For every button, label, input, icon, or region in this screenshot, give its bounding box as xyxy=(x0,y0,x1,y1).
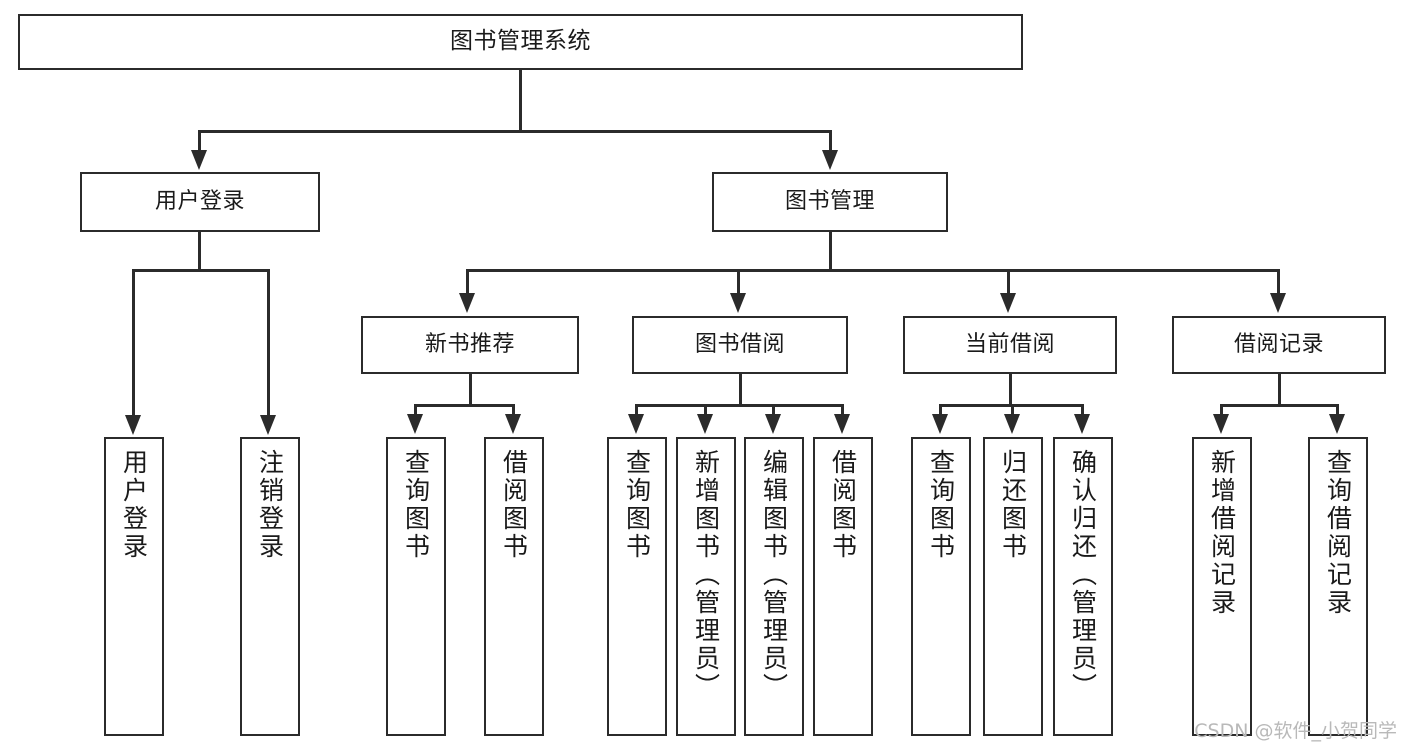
arrowhead-to-leaf-query-book-3 xyxy=(932,414,948,434)
edge-bookmanage-drop-3 xyxy=(1007,269,1010,295)
edge-bookmanage-drop-4 xyxy=(1277,269,1280,295)
csdn-watermark: CSDN @软件_小贺同学 xyxy=(1194,720,1397,742)
arrowhead-to-book-borrow xyxy=(730,293,746,313)
arrowhead-to-leaf-query-book-1 xyxy=(407,414,423,434)
node-leaf-return-book[interactable]: 归还图书 xyxy=(983,437,1043,736)
edge-userlogin-stem xyxy=(198,232,201,272)
node-label: 新书推荐 xyxy=(424,332,515,358)
node-leaf-query-book-1[interactable]: 查询图书 xyxy=(386,437,446,736)
node-book-borrow[interactable]: 图书借阅 xyxy=(632,316,848,374)
node-label: 用户登录 xyxy=(119,449,149,561)
node-label: 编辑图书（管理员） xyxy=(759,449,789,701)
edge-currentborrow-bus xyxy=(939,404,1082,407)
node-leaf-query-book-2[interactable]: 查询图书 xyxy=(607,437,667,736)
node-new-book-recommend[interactable]: 新书推荐 xyxy=(361,316,579,374)
edge-currentborrow-drop-2 xyxy=(1011,404,1014,416)
node-label: 借阅图书 xyxy=(828,449,858,561)
arrowhead-to-leaf-logout xyxy=(260,415,276,435)
edge-root-drop-left xyxy=(198,130,201,152)
arrowhead-to-book-manage xyxy=(822,150,838,170)
node-label: 当前借阅 xyxy=(964,332,1055,358)
node-user-login[interactable]: 用户登录 xyxy=(80,172,320,232)
node-leaf-logout[interactable]: 注销登录 xyxy=(240,437,300,736)
node-label: 查询图书 xyxy=(926,449,956,561)
edge-bookmanage-bus xyxy=(466,269,1280,272)
node-label: 确认归还（管理员） xyxy=(1068,449,1098,701)
edge-borrowrecord-bus xyxy=(1220,404,1339,407)
edge-userlogin-drop-2 xyxy=(267,269,270,417)
edge-bookborrow-drop-1 xyxy=(635,404,638,416)
node-label: 查询借阅记录 xyxy=(1323,449,1353,617)
arrowhead-to-current-borrow xyxy=(1000,293,1016,313)
node-leaf-user-login[interactable]: 用户登录 xyxy=(104,437,164,736)
node-leaf-confirm-return[interactable]: 确认归还（管理员） xyxy=(1053,437,1113,736)
node-label: 注销登录 xyxy=(255,449,285,561)
edge-currentborrow-drop-3 xyxy=(1081,404,1084,416)
edge-recommend-bus xyxy=(414,404,515,407)
arrowhead-to-new-book-recommend xyxy=(459,293,475,313)
node-label: 新增借阅记录 xyxy=(1207,449,1237,617)
edge-bookmanage-drop-1 xyxy=(466,269,469,295)
arrowhead-to-leaf-confirm-return xyxy=(1074,414,1090,434)
edge-bookborrow-drop-2 xyxy=(704,404,707,416)
node-label: 查询图书 xyxy=(401,449,431,561)
edge-bookborrow-bus xyxy=(635,404,843,407)
node-label: 借阅图书 xyxy=(499,449,529,561)
node-label: 新增图书（管理员） xyxy=(691,449,721,701)
edge-bookborrow-drop-3 xyxy=(772,404,775,416)
arrowhead-to-user-login xyxy=(191,150,207,170)
arrowhead-to-leaf-query-book-2 xyxy=(628,414,644,434)
arrowhead-to-leaf-user-login xyxy=(125,415,141,435)
edge-root-drop-right xyxy=(829,130,832,152)
edge-recommend-drop-1 xyxy=(414,404,417,416)
node-book-manage[interactable]: 图书管理 xyxy=(712,172,948,232)
node-label: 图书管理系统 xyxy=(450,28,591,55)
node-current-borrow[interactable]: 当前借阅 xyxy=(903,316,1117,374)
edge-currentborrow-drop-1 xyxy=(939,404,942,416)
node-leaf-query-record[interactable]: 查询借阅记录 xyxy=(1308,437,1368,736)
node-leaf-borrow-book-1[interactable]: 借阅图书 xyxy=(484,437,544,736)
node-label: 借阅记录 xyxy=(1233,332,1324,358)
edge-borrowrecord-drop-1 xyxy=(1220,404,1223,416)
edge-recommend-drop-2 xyxy=(512,404,515,416)
edge-userlogin-drop-1 xyxy=(132,269,135,417)
edge-root-bus xyxy=(198,130,831,133)
arrowhead-to-leaf-return-book xyxy=(1004,414,1020,434)
edge-bookborrow-stem xyxy=(739,374,742,406)
edge-borrowrecord-drop-2 xyxy=(1336,404,1339,416)
node-label: 图书借阅 xyxy=(694,332,785,358)
node-borrow-record[interactable]: 借阅记录 xyxy=(1172,316,1386,374)
edge-currentborrow-stem xyxy=(1009,374,1012,406)
arrowhead-to-leaf-borrow-book-2 xyxy=(834,414,850,434)
arrowhead-to-leaf-add-book xyxy=(697,414,713,434)
node-leaf-query-book-3[interactable]: 查询图书 xyxy=(911,437,971,736)
node-leaf-add-record[interactable]: 新增借阅记录 xyxy=(1192,437,1252,736)
edge-borrowrecord-stem xyxy=(1278,374,1281,406)
arrowhead-to-leaf-query-record xyxy=(1329,414,1345,434)
arrowhead-to-leaf-add-record xyxy=(1213,414,1229,434)
node-leaf-add-book[interactable]: 新增图书（管理员） xyxy=(676,437,736,736)
node-label: 图书管理 xyxy=(784,189,875,215)
edge-bookmanage-stem xyxy=(829,232,832,272)
node-root-system[interactable]: 图书管理系统 xyxy=(18,14,1023,70)
arrowhead-to-leaf-edit-book xyxy=(765,414,781,434)
edge-root-stem xyxy=(519,70,522,132)
arrowhead-to-borrow-record xyxy=(1270,293,1286,313)
node-leaf-borrow-book-2[interactable]: 借阅图书 xyxy=(813,437,873,736)
node-label: 查询图书 xyxy=(622,449,652,561)
node-label: 用户登录 xyxy=(154,189,245,215)
node-leaf-edit-book[interactable]: 编辑图书（管理员） xyxy=(744,437,804,736)
edge-bookborrow-drop-4 xyxy=(841,404,844,416)
node-label: 归还图书 xyxy=(998,449,1028,561)
arrowhead-to-leaf-borrow-book-1 xyxy=(505,414,521,434)
edge-recommend-stem xyxy=(469,374,472,406)
edge-userlogin-bus xyxy=(132,269,269,272)
edge-bookmanage-drop-2 xyxy=(737,269,740,295)
